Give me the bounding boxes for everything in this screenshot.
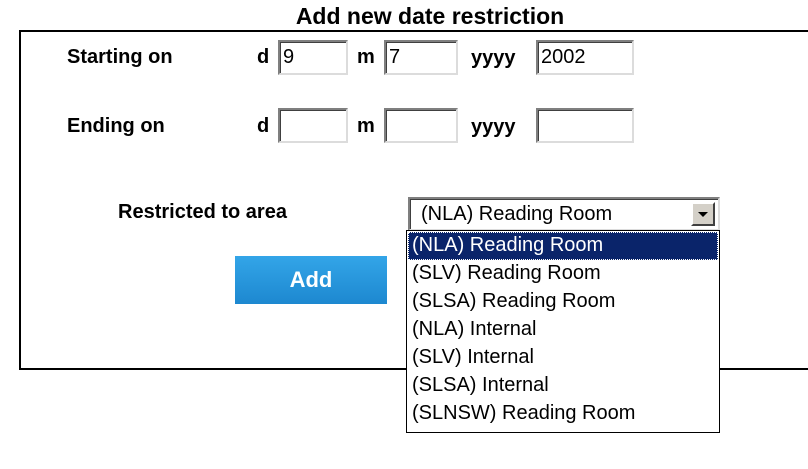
end-month-input[interactable] bbox=[384, 108, 458, 143]
end-year-label: yyyy bbox=[471, 116, 516, 138]
start-year-input[interactable] bbox=[536, 40, 634, 75]
add-button[interactable]: Add bbox=[235, 256, 387, 304]
area-option[interactable]: (NLA) Reading Room bbox=[408, 232, 718, 260]
area-option[interactable]: (NLA) Internal bbox=[412, 318, 537, 340]
area-select-value: (NLA) Reading Room bbox=[421, 203, 613, 225]
ending-on-label: Ending on bbox=[67, 115, 165, 137]
area-option[interactable]: (SLSA) Internal bbox=[412, 374, 549, 396]
area-dropdown-button[interactable] bbox=[691, 202, 715, 226]
end-month-label: m bbox=[357, 115, 375, 137]
end-year-input[interactable] bbox=[536, 108, 634, 143]
start-day-input[interactable] bbox=[278, 40, 348, 75]
area-option[interactable]: (SLNSW) Reading Room bbox=[412, 402, 636, 424]
area-option[interactable]: (SLSA) Reading Room bbox=[412, 290, 616, 312]
area-option[interactable]: (SLV) Reading Room bbox=[412, 262, 601, 284]
area-option[interactable]: (SLV) Internal bbox=[412, 346, 534, 368]
area-options-list[interactable]: (NLA) Reading Room (SLV) Reading Room (S… bbox=[406, 230, 720, 433]
form-title: Add new date restriction bbox=[295, 3, 565, 29]
end-day-label: d bbox=[257, 115, 270, 137]
chevron-down-icon bbox=[698, 212, 708, 217]
area-select[interactable]: (NLA) Reading Room bbox=[408, 197, 720, 231]
start-day-label: d bbox=[257, 46, 270, 68]
start-year-label: yyyy bbox=[471, 47, 516, 69]
end-day-input[interactable] bbox=[278, 108, 348, 143]
restricted-area-label: Restricted to area bbox=[118, 201, 287, 223]
starting-on-label: Starting on bbox=[67, 46, 173, 68]
start-month-label: m bbox=[357, 46, 375, 68]
start-month-input[interactable] bbox=[384, 40, 458, 75]
